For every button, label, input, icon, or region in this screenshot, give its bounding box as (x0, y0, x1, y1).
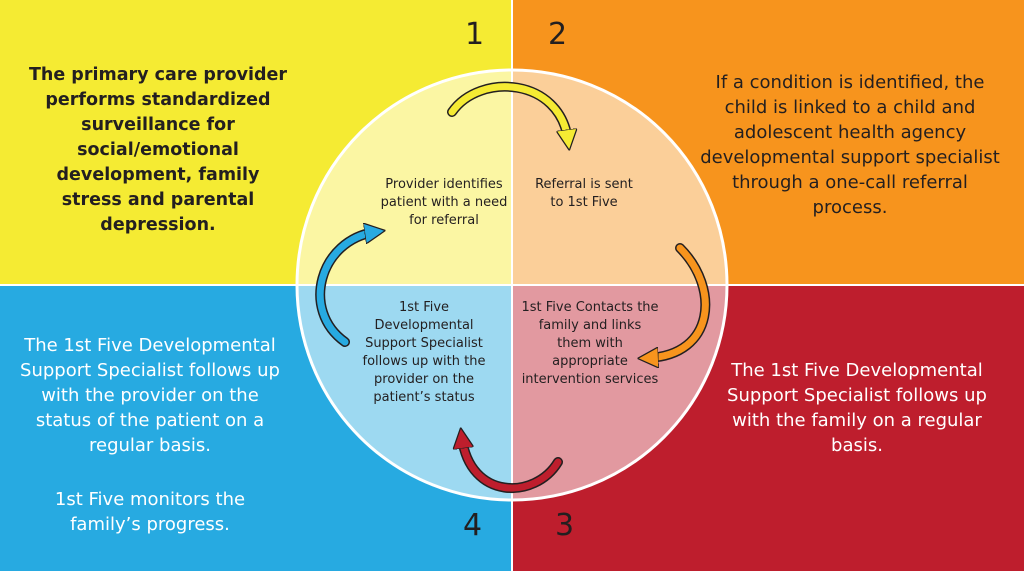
arrow-2-to-3-icon (648, 244, 709, 358)
step-1-label: Provider identifies patient with a need … (380, 177, 508, 228)
arrow-3-to-4-icon (462, 438, 562, 492)
quadrant-4-description: The 1st Five Developmental Support Speci… (20, 335, 280, 456)
quadrant-3-description: The 1st Five Developmental Support Speci… (727, 360, 987, 456)
arrow-1-to-2-icon (448, 83, 568, 140)
step-number-2: 2 (548, 17, 568, 52)
step-number-3: 3 (555, 508, 575, 543)
step-4-label: 1st Five Developmental Support Specialis… (362, 300, 486, 405)
step-3-label: 1st Five Contacts the family and links t… (521, 300, 659, 387)
arrow-4-to-1-icon (316, 232, 375, 346)
step-2-label: Referral is sent to 1st Five (535, 177, 633, 210)
step-number-1: 1 (465, 17, 485, 52)
quadrant-2-description: If a condition is identified, the child … (700, 72, 1000, 218)
quadrant-4-description-secondary: 1st Five monitors the family’s progress. (54, 489, 246, 535)
center-circle (295, 68, 729, 502)
step-number-4: 4 (463, 508, 483, 543)
quadrant-1-description: The primary care provider performs stand… (28, 65, 288, 235)
